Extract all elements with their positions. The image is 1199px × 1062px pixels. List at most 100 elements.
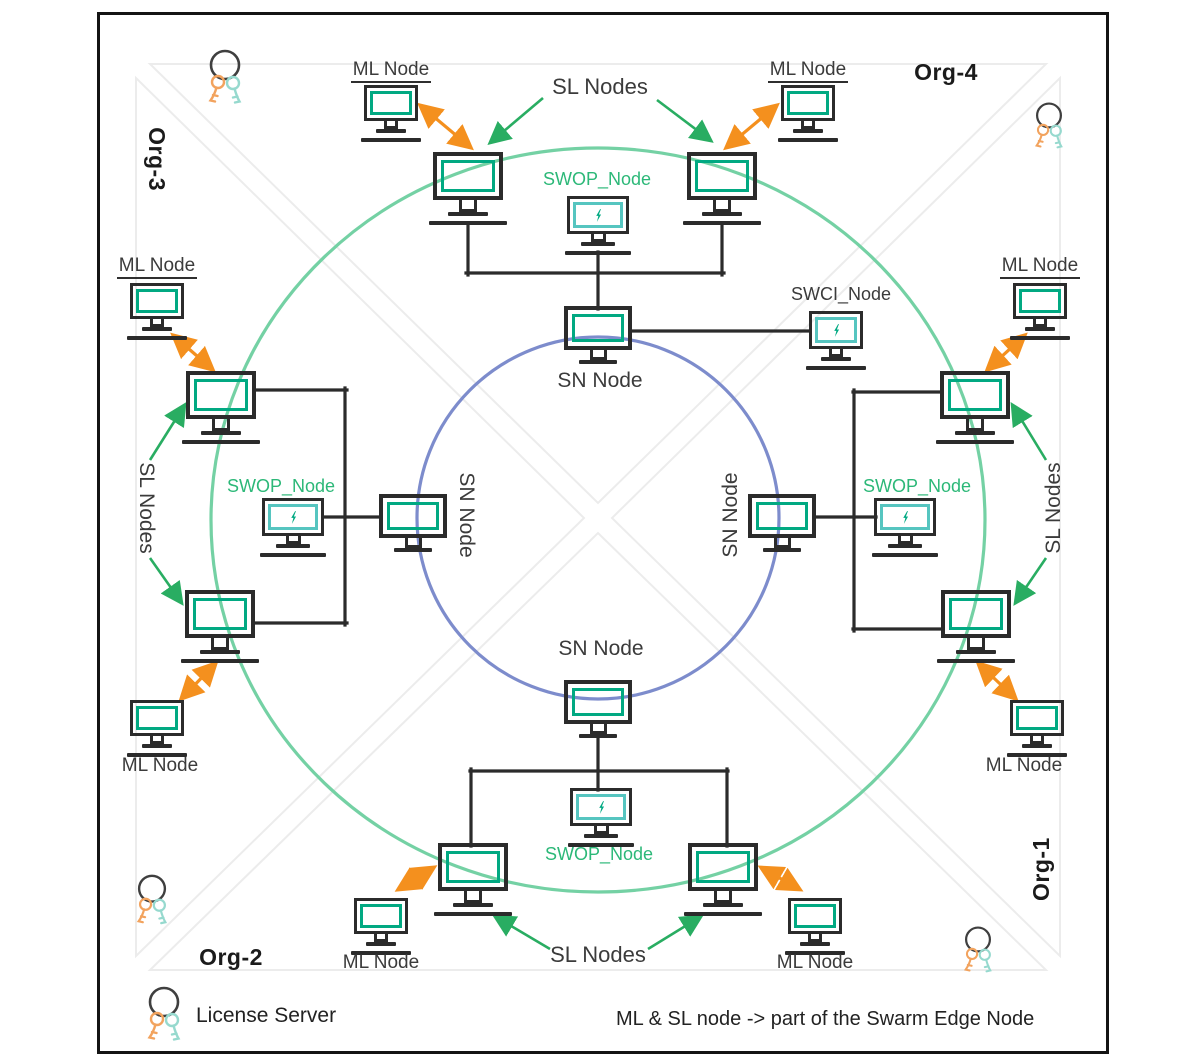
swop-node-bottom-stand [593, 826, 609, 834]
connector-lines [253, 224, 943, 848]
node-label-sn-node: SN Node [718, 472, 742, 558]
sl-node-right-bottom-stand [967, 638, 985, 650]
sl-node-top-right-stand-base [702, 212, 742, 216]
sl-node-left-bottom-screen [193, 598, 247, 630]
ml-node-right-top-desk-line [1010, 336, 1070, 340]
diagram-border-frame [97, 12, 1109, 1054]
sl-node-left-top-stand-base [201, 431, 241, 435]
sl-node-bottom-left-stand [464, 891, 482, 903]
swop-node-left-monitor [262, 498, 324, 536]
sn-node-right-monitor [748, 494, 816, 538]
outer-green-ring [209, 146, 987, 894]
sl-node-left-top-screen [194, 379, 248, 411]
sl-node-top-right-stand [713, 200, 731, 212]
swop-node-top-screen [573, 202, 623, 228]
sl-node-bottom-left-desk-line [434, 912, 512, 916]
swop-node-right-desk-line [872, 553, 938, 557]
sl-node-right-bottom-stand-base [956, 650, 996, 654]
sn-node-bottom-stand-base [579, 734, 617, 738]
sn-node-top-stand [589, 350, 607, 360]
sl-node-top-left-desk-line [429, 221, 507, 225]
license-key-top-right-icon [1035, 102, 1063, 149]
swci-node-screen [815, 317, 857, 343]
ml-node-right-top-screen [1019, 289, 1061, 313]
ml-node-bottom-left-stand [374, 934, 388, 942]
green-pointer-arrows [148, 97, 1048, 951]
sl-node-bottom-right-desk-line [684, 912, 762, 916]
sn-node-left-screen [387, 502, 439, 530]
sn-node-left-stand [404, 538, 422, 548]
sl-node-right-top-monitor [940, 371, 1010, 419]
ml-node-left-bottom-screen [136, 706, 178, 730]
node-label-ml-node: ML Node [733, 60, 883, 83]
ml-node-bottom-left-monitor [354, 898, 408, 934]
node-label-swop-node: SWOP_Node [542, 169, 652, 189]
node-label-swci-node: SWCI_Node [790, 284, 892, 304]
sn-node-bottom-monitor [564, 680, 632, 724]
swop-node-right-stand [897, 536, 913, 544]
ml-node-left-bottom-desk-line [127, 753, 187, 757]
ml-node-bottom-right-screen [794, 904, 836, 928]
node-label-sl-nodes: SL Nodes [550, 942, 646, 967]
swop-node-right-monitor [874, 498, 936, 536]
ml-node-left-top-stand [150, 319, 164, 327]
swop-node-top-desk-line [565, 251, 631, 255]
node-label-ml-node: ML Node [965, 256, 1115, 279]
sl-node-bottom-right-stand-base [703, 903, 743, 907]
sl-node-left-bottom-monitor [185, 590, 255, 638]
sl-node-right-top-stand-base [955, 431, 995, 435]
ml-node-right-bottom-stand-base [1022, 744, 1052, 748]
node-label-swop-node: SWOP_Node [544, 844, 654, 864]
ml-node-left-top-stand-base [142, 327, 172, 331]
swop-node-right-stand-base [888, 544, 922, 548]
sn-node-top-monitor [564, 306, 632, 350]
ml-node-bottom-left-stand-base [366, 942, 396, 946]
orange-ml-sl-arrows [170, 102, 1028, 892]
sl-node-right-bottom-desk-line [937, 659, 1015, 663]
swop-node-bottom-monitor [570, 788, 632, 826]
ml-node-right-bottom-desk-line [1007, 753, 1067, 757]
ml-node-right-bottom-stand [1030, 736, 1044, 744]
legend-note-label: ML & SL node -> part of the Swarm Edge N… [616, 1008, 1035, 1030]
swop-node-right-screen [880, 504, 930, 530]
sl-node-left-top-desk-line [182, 440, 260, 444]
sn-node-right-stand [773, 538, 791, 548]
sn-node-bottom-screen [572, 688, 624, 716]
ml-node-top-right-stand [801, 121, 815, 129]
lightning-bolt-icon [833, 323, 839, 337]
node-label-sl-nodes: SL Nodes [1041, 462, 1065, 554]
inner-blue-ring [415, 335, 781, 701]
sl-node-top-left-monitor [433, 152, 503, 200]
ml-node-bottom-right-desk-line [785, 951, 845, 955]
ml-node-top-left-screen [370, 91, 412, 115]
sl-node-top-left-stand-base [448, 212, 488, 216]
node-label-sn-node: SN Node [557, 369, 643, 392]
ml-node-top-left-stand [384, 121, 398, 129]
swop-node-top-stand [590, 234, 606, 242]
sl-node-right-bottom-monitor [941, 590, 1011, 638]
swop-node-left-stand [285, 536, 301, 544]
sn-node-left-monitor [379, 494, 447, 538]
node-label-ml-node: ML Node [82, 256, 232, 279]
license-key-bottom-left-icon [137, 874, 167, 925]
org-label-org-3: Org-3 [144, 127, 171, 191]
node-label-ml-node: ML Node [342, 952, 420, 973]
lightning-bolt-icon [902, 510, 908, 524]
node-label-ml-node: ML Node [776, 952, 854, 973]
ml-node-bottom-left-desk-line [351, 951, 411, 955]
lightning-bolt-icon [595, 208, 601, 222]
sl-node-left-top-stand [212, 419, 230, 431]
org-label-org-4: Org-4 [914, 59, 978, 85]
sl-node-bottom-right-screen [696, 851, 750, 883]
ml-node-top-right-screen [787, 91, 829, 115]
swop-node-bottom-screen [576, 794, 626, 820]
node-label-swop-node: SWOP_Node [862, 476, 972, 496]
swop-node-left-stand-base [276, 544, 310, 548]
ml-node-right-top-stand [1033, 319, 1047, 327]
sl-node-left-bottom-stand [211, 638, 229, 650]
sn-node-bottom-stand [589, 724, 607, 734]
node-label-ml-node: ML Node [316, 60, 466, 83]
ml-node-left-top-screen [136, 289, 178, 313]
